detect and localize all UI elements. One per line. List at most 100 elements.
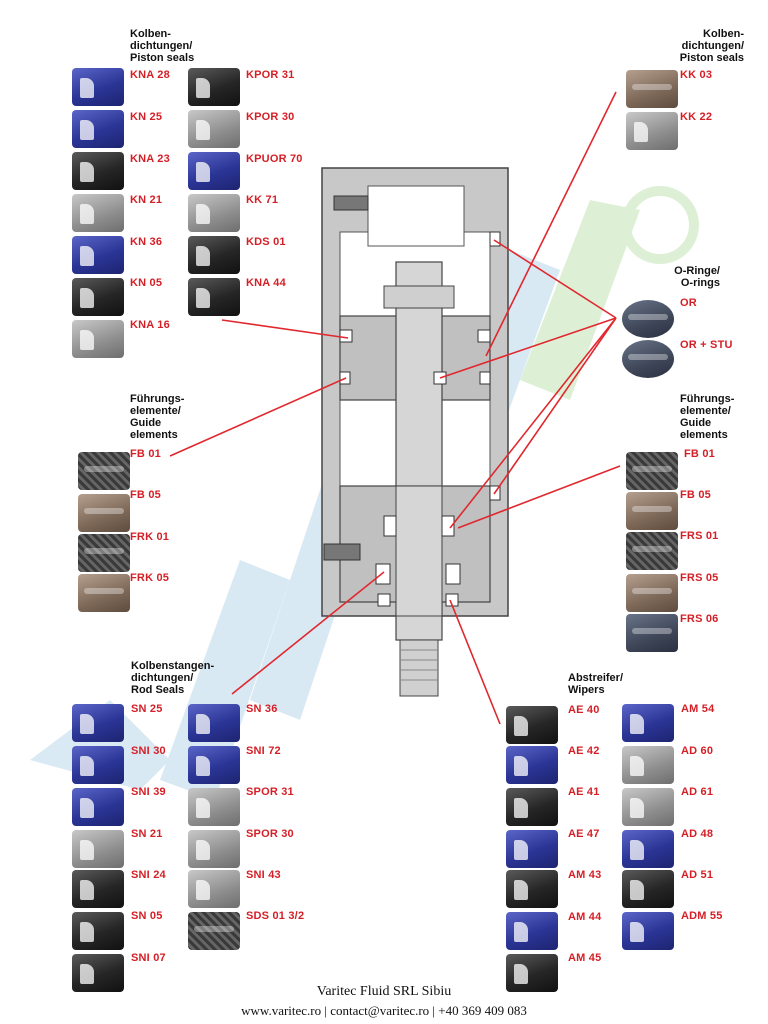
seal-image-ae40: [506, 706, 558, 744]
pointer-rod-seals: [231, 571, 385, 695]
pointer-oring-1: [493, 239, 617, 319]
seal-image-spor30: [188, 830, 240, 868]
seal-image-sni07: [72, 954, 124, 992]
section-header-guide-left: Führungs- elemente/ Guide elements: [130, 393, 185, 441]
product-label-am45: AM 45: [568, 952, 602, 964]
product-label-sn36: SN 36: [246, 703, 278, 715]
product-label-kn36: KN 36: [130, 236, 163, 248]
product-label-kna16: KNA 16: [130, 319, 170, 331]
product-label-sni30: SNI 30: [131, 745, 166, 757]
product-label-spor31: SPOR 31: [246, 786, 294, 798]
piston-seal-groove: [339, 329, 353, 343]
pointer-lines: [169, 91, 621, 725]
seal-image-kpor31: [188, 68, 240, 106]
seal-image-kk03: [626, 70, 678, 108]
product-label-sn05: SN 05: [131, 910, 163, 922]
product-label-frk01: FRK 01: [130, 531, 170, 543]
product-label-sds01: SDS 01 3/2: [246, 910, 305, 922]
seal-image-sni39: [72, 788, 124, 826]
seal-image-am45: [506, 954, 558, 992]
section-header-orings: O-Ringe/ O-rings: [674, 265, 720, 289]
product-label-ae40: AE 40: [568, 704, 600, 716]
seal-image-sni72: [188, 746, 240, 784]
product-label-or-stu: OR + STU: [680, 339, 733, 351]
seal-image-kds01: [188, 236, 240, 274]
product-label-kna23: KNA 23: [130, 153, 170, 165]
product-label-frs01: FRS 01: [680, 530, 719, 542]
product-label-ad61: AD 61: [681, 786, 714, 798]
seal-image-spor31: [188, 788, 240, 826]
product-label-kpuor70: KPUOR 70: [246, 153, 303, 165]
product-label-kds01: KDS 01: [246, 236, 286, 248]
seal-image-sn36: [188, 704, 240, 742]
piston-rod-lower: [395, 485, 443, 617]
product-label-ad51: AD 51: [681, 869, 714, 881]
product-label-ae41: AE 41: [568, 786, 600, 798]
product-label-kn25: KN 25: [130, 111, 163, 123]
pointer-oring-4: [493, 317, 617, 495]
product-label-sni43: SNI 43: [246, 869, 281, 881]
product-label-frs05: FRS 05: [680, 572, 719, 584]
product-label-spor30: SPOR 30: [246, 828, 294, 840]
seal-image-ad51: [622, 870, 674, 908]
seal-image-fb01-left: [78, 452, 130, 490]
product-label-sni72: SNI 72: [246, 745, 281, 757]
rod-guide-groove: [445, 563, 461, 585]
top-port-cavity: [367, 185, 465, 247]
section-header-wipers: Abstreifer/ Wipers: [568, 672, 624, 696]
product-label-sni39: SNI 39: [131, 786, 166, 798]
seal-image-or-stu: [622, 340, 674, 378]
seal-image-sni30: [72, 746, 124, 784]
product-label-sn25: SN 25: [131, 703, 163, 715]
product-label-kpor30: KPOR 30: [246, 111, 295, 123]
pointer-oring-3: [449, 317, 617, 529]
rod-nut: [383, 285, 455, 309]
product-label-fb05-right: FB 05: [680, 489, 711, 501]
watermark-swoosh-shape: [30, 700, 170, 790]
product-label-kk22: KK 22: [680, 111, 713, 123]
pointer-guide-right: [457, 465, 621, 529]
wiper-groove: [377, 593, 391, 607]
seal-image-fb05-right: [626, 492, 678, 530]
seal-image-kn36: [72, 236, 124, 274]
product-label-frk05: FRK 05: [130, 572, 170, 584]
pointer-oring-2: [439, 317, 617, 379]
product-label-adm55: ADM 55: [681, 910, 723, 922]
pointer-piston-seals-left: [221, 319, 349, 339]
product-label-fb05-left: FB 05: [130, 489, 161, 501]
seal-image-kpor30: [188, 110, 240, 148]
seal-image-sni24: [72, 870, 124, 908]
product-label-kn21: KN 21: [130, 194, 163, 206]
watermark-ring-shape: [621, 186, 699, 264]
section-header-piston-seals-left: Kolben- dichtungen/ Piston seals: [130, 28, 195, 64]
seal-image-frs05: [626, 574, 678, 612]
seal-image-kna23: [72, 152, 124, 190]
piston-guide-groove: [479, 371, 491, 385]
section-header-piston-seals-right: Kolben- dichtungen/ Piston seals: [679, 28, 744, 64]
footer-contact: www.varitec.ro | contact@varitec.ro | +4…: [241, 1003, 527, 1018]
pointer-wipers: [449, 599, 501, 725]
bottom-port-pin: [323, 543, 361, 561]
footer-company: Varitec Fluid SRL Sibiu: [316, 984, 452, 999]
seal-image-sn25: [72, 704, 124, 742]
pointer-piston-seals-right: [485, 91, 617, 357]
product-label-kna44: KNA 44: [246, 277, 286, 289]
seal-image-kn21: [72, 194, 124, 232]
rod-seal-groove: [441, 515, 455, 537]
seal-image-kk71: [188, 194, 240, 232]
seal-image-ad60: [622, 746, 674, 784]
seal-image-am54: [622, 704, 674, 742]
piston-seal-groove: [477, 329, 491, 343]
seal-image-ae41: [506, 788, 558, 826]
product-label-sn21: SN 21: [131, 828, 163, 840]
product-label-sni24: SNI 24: [131, 869, 166, 881]
product-label-am44: AM 44: [568, 911, 602, 923]
seal-image-sn05: [72, 912, 124, 950]
product-label-fb01-right: FB 01: [684, 448, 715, 460]
product-label-kk71: KK 71: [246, 194, 279, 206]
section-header-guide-right: Führungs- elemente/ Guide elements: [680, 393, 735, 441]
section-header-rod-seals: Kolbenstangen- dichtungen/ Rod Seals: [131, 660, 215, 696]
seal-image-kna44: [188, 278, 240, 316]
seal-image-fb05-left: [78, 494, 130, 532]
